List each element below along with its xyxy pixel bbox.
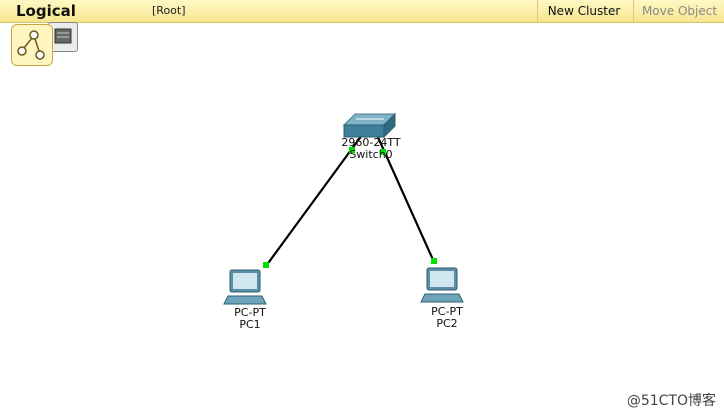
switch-icon[interactable] (342, 112, 397, 139)
move-object-button[interactable]: Move Object (633, 0, 724, 22)
logical-tab[interactable]: Logical (0, 0, 84, 22)
pc2-type-label: PC-PT (431, 305, 463, 318)
link-status-light (431, 258, 437, 264)
pc-icon[interactable] (223, 269, 267, 305)
watermark: @51CTO博客 (626, 393, 716, 409)
link-switch-pc1[interactable] (265, 134, 363, 267)
root-breadcrumb[interactable]: [Root] (152, 4, 186, 17)
cluster-view-graphic (54, 28, 72, 44)
switch-label: 2960-24TT Switch0 (326, 137, 416, 161)
link-switch-pc2[interactable] (375, 134, 436, 263)
switch-model-label: 2960-24TT (341, 136, 401, 149)
logical-view-icon[interactable] (11, 24, 53, 66)
link-status-light (263, 262, 269, 268)
link-status-light (380, 149, 386, 155)
link-status-light (349, 147, 355, 153)
switch-name-label: Switch0 (349, 148, 393, 161)
logical-view-graphic (17, 30, 45, 60)
pc1-label: PC-PT PC1 (205, 307, 295, 331)
move-object-label: Move Object (641, 4, 718, 18)
new-cluster-label: New Cluster (547, 4, 621, 18)
logical-tab-label: Logical (16, 2, 76, 20)
workspace-toolbar: Logical [Root] New Cluster Move Object (0, 0, 724, 23)
pc2-name-label: PC2 (436, 317, 458, 330)
pc1-name-label: PC1 (239, 318, 261, 331)
new-cluster-button[interactable]: New Cluster (537, 0, 630, 22)
pc-icon[interactable] (420, 267, 464, 303)
pc2-label: PC-PT PC2 (402, 306, 492, 330)
pc1-type-label: PC-PT (234, 306, 266, 319)
